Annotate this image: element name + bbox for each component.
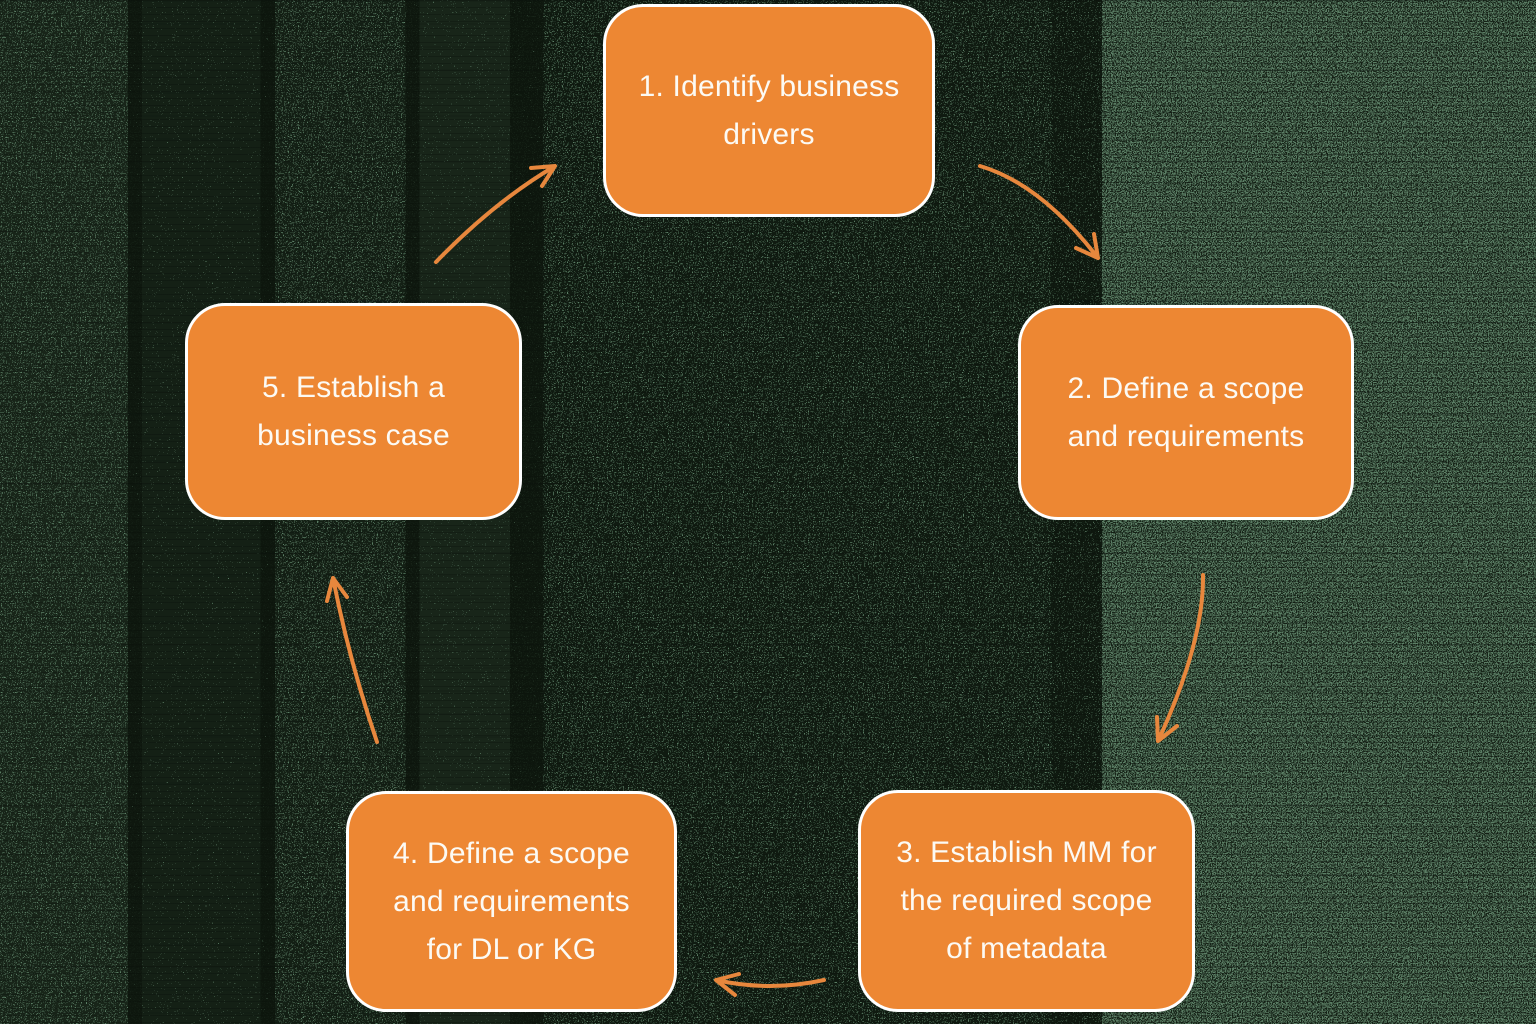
node-label: 4. Define a scope and requirements for D… (393, 836, 630, 966)
node-label: 3. Establish MM for the required scope o… (896, 836, 1157, 965)
node-label: 5. Establish a business case (257, 370, 450, 452)
node-establish-business-case: 5. Establish a business case (185, 303, 522, 520)
node-establish-mm-scope-metadata: 3. Establish MM for the required scope o… (858, 790, 1195, 1012)
node-identify-business-drivers: 1. Identify business drivers (603, 4, 935, 217)
node-define-scope-requirements-dl-kg: 4. Define a scope and requirements for D… (346, 791, 677, 1012)
arrow-step3-to-step4-icon (714, 972, 826, 997)
noise-band (0, 0, 135, 1024)
arrow-step2-to-step3-icon (1155, 573, 1206, 743)
arrow-step4-to-step5-icon (325, 576, 379, 744)
node-label: 1. Identify business drivers (638, 69, 900, 151)
arrow-step5-to-step1-icon (434, 164, 557, 264)
node-define-scope-requirements: 2. Define a scope and requirements (1018, 305, 1354, 520)
arrow-step1-to-step2-icon (978, 164, 1100, 260)
node-label: 2. Define a scope and requirements (1067, 371, 1305, 453)
